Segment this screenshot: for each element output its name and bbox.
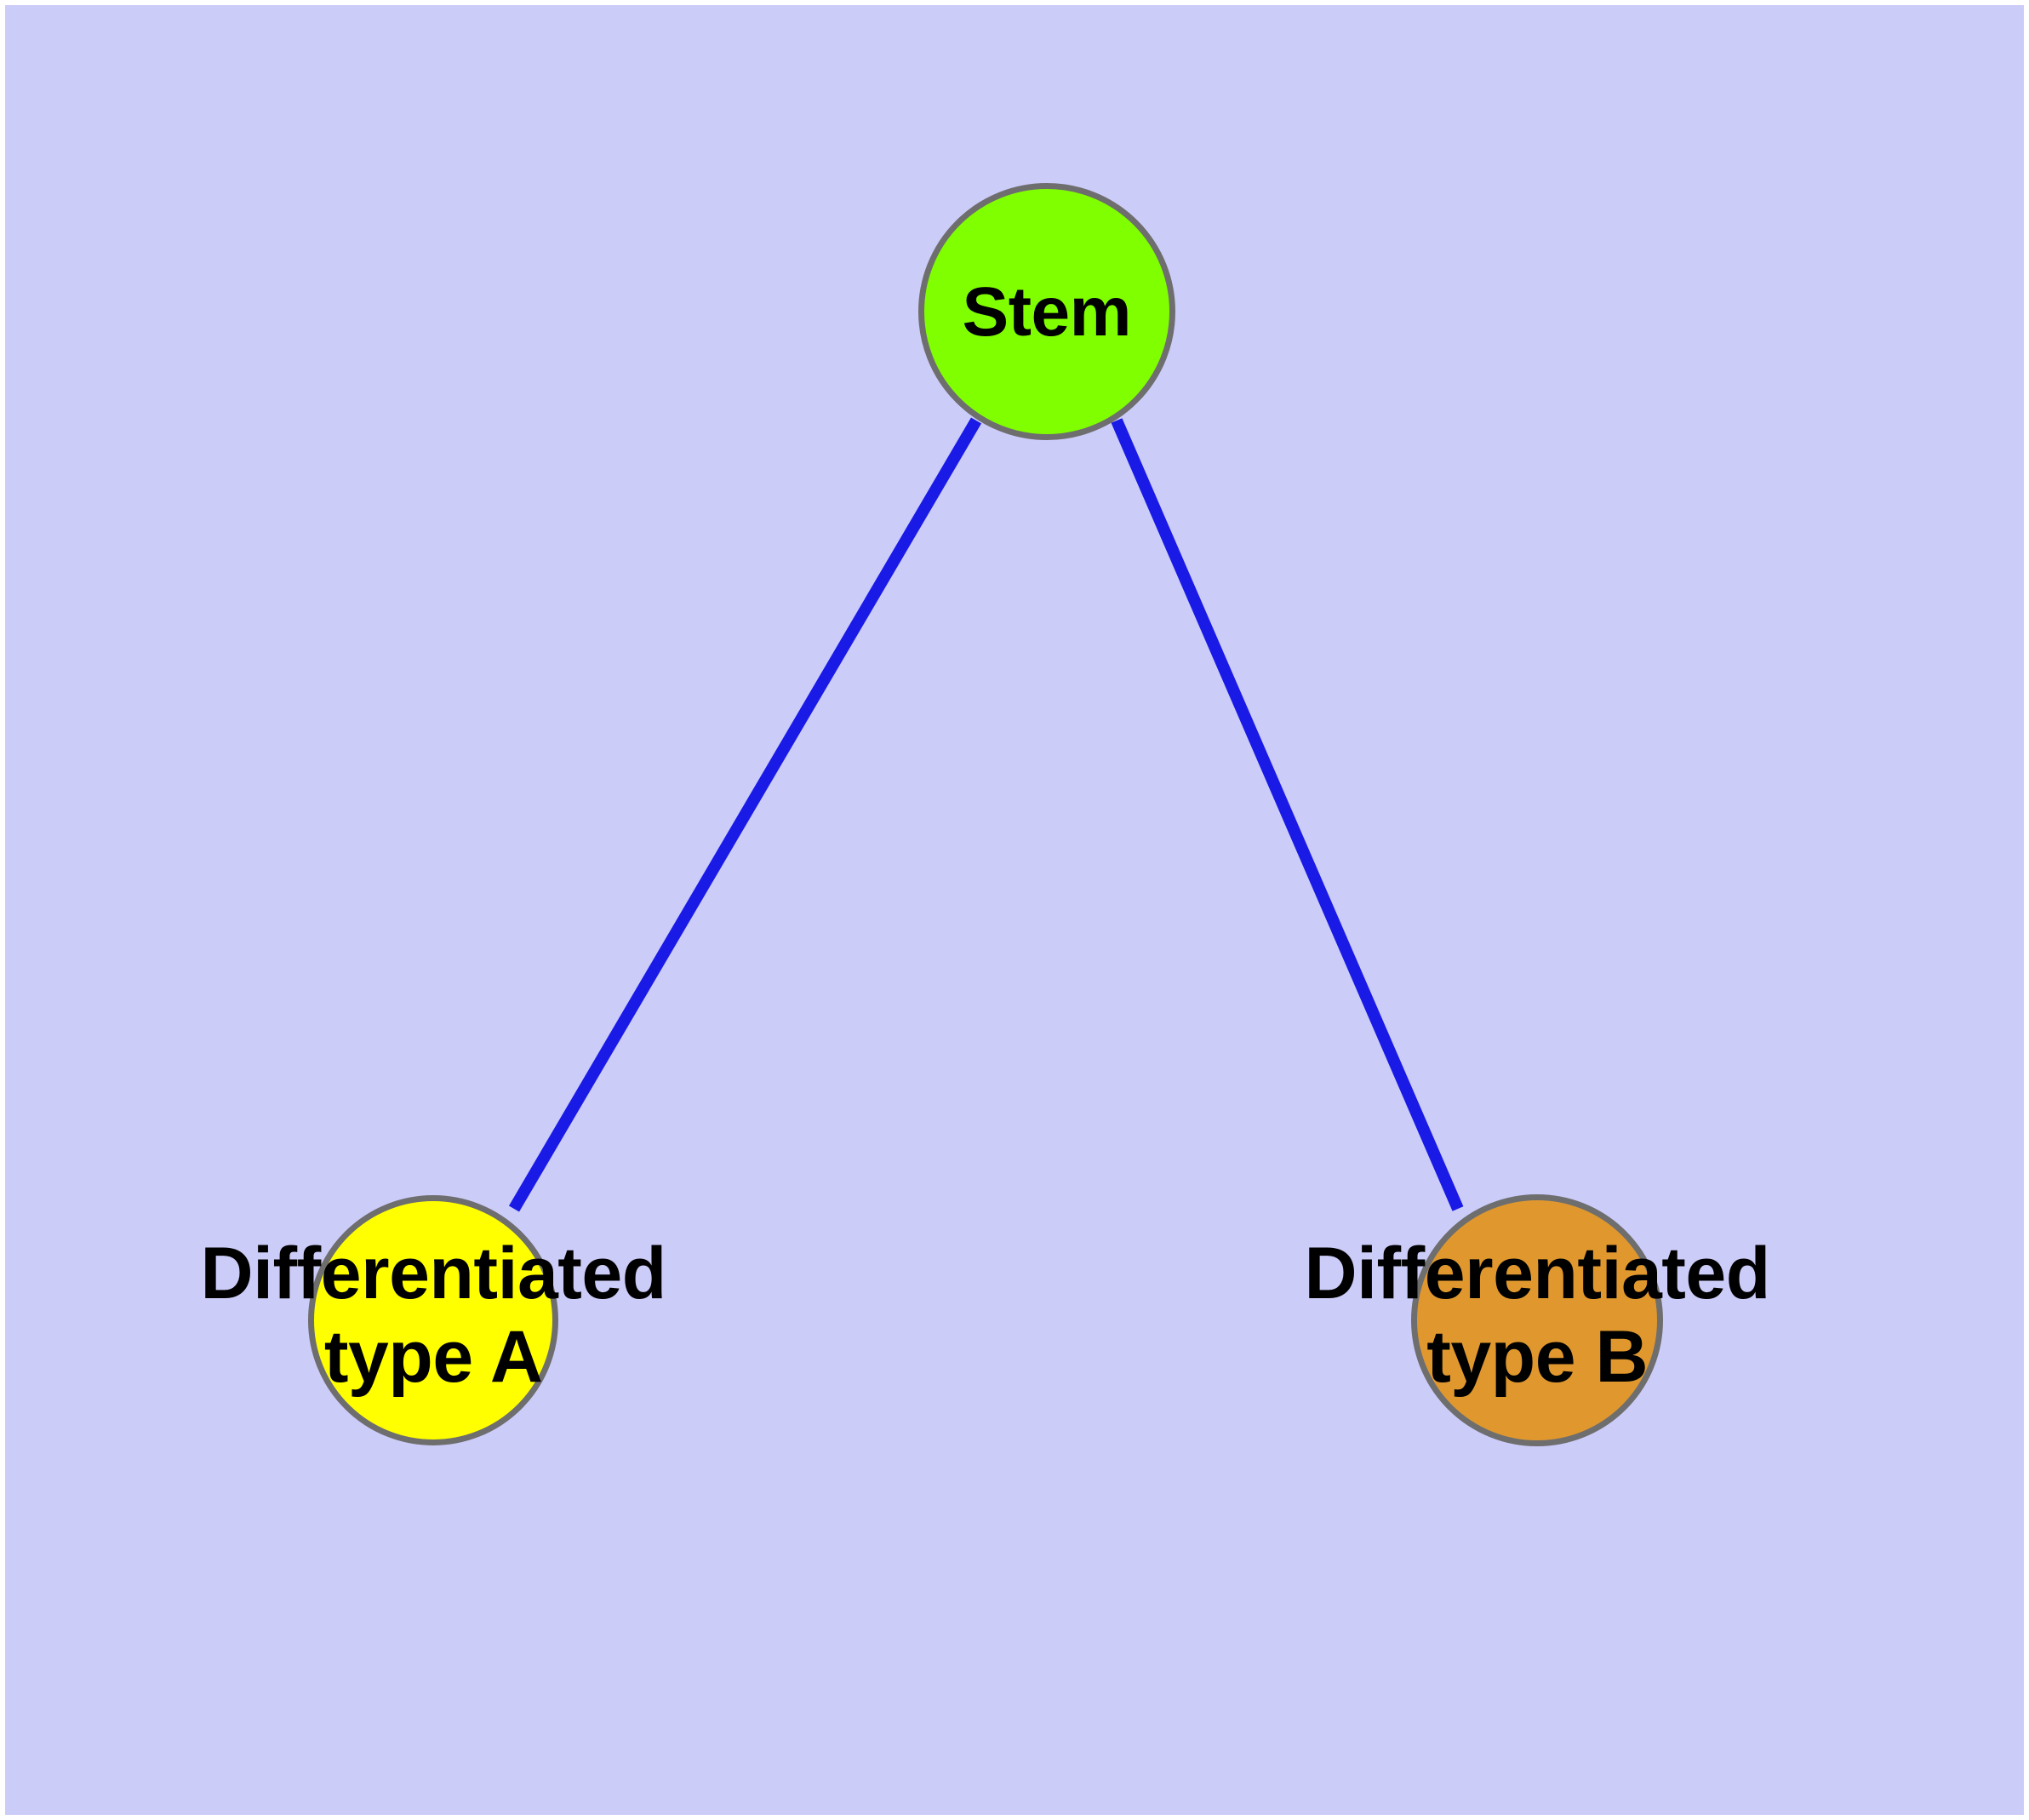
node-label-stem: Stem (962, 272, 1132, 351)
graph-edge-stem-to-diff-b (1111, 418, 1464, 1211)
graph-node-diff-b[interactable] (1411, 1194, 1663, 1446)
node-layer (5, 5, 2024, 1815)
graph-edge-stem-to-diff-a (508, 417, 982, 1212)
edge-layer (508, 417, 1464, 1212)
node-label-diff-a: Differentiated type A (200, 1233, 667, 1399)
graph-node-stem[interactable] (918, 183, 1175, 440)
graph-node-diff-a[interactable] (308, 1195, 558, 1445)
node-label-diff-b: Differentiated type B (1304, 1233, 1771, 1399)
